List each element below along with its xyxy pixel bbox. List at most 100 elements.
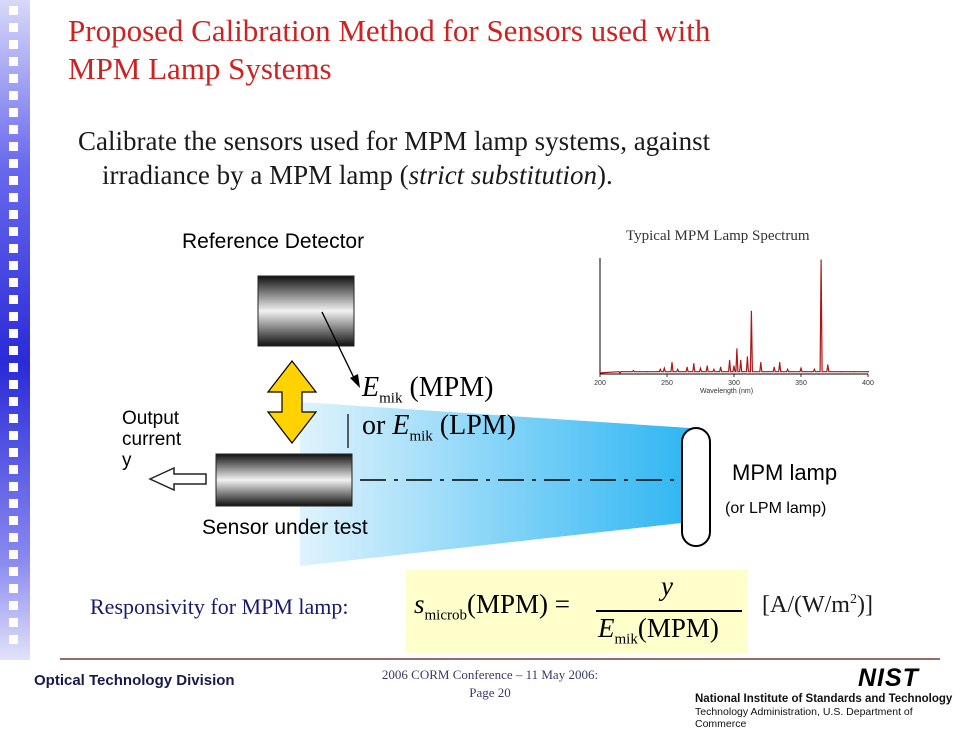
spectrum-point [677, 368, 679, 370]
eq2-arg: (LPM) [439, 410, 517, 441]
spectrum-point [659, 368, 661, 370]
eq1-E: E [362, 372, 380, 403]
bullet-line2-italic: strict substitution [408, 160, 597, 190]
strip-square [9, 312, 18, 321]
strip-square [9, 210, 18, 219]
spectrum-point [599, 372, 601, 374]
formula-lhs-arg: (MPM) = [467, 589, 571, 619]
decorative-side-strip [0, 0, 30, 660]
strip-square [9, 431, 18, 440]
output-line2: current [122, 429, 182, 450]
spectrum-point [787, 368, 789, 370]
spectrum-tick-label: 400 [862, 380, 874, 387]
irradiance-mpm-equation: Emik (MPM) [362, 372, 493, 408]
spectrum-point [827, 364, 829, 366]
strip-square [9, 159, 18, 168]
swap-arrow [266, 360, 318, 444]
sensor-under-test [215, 453, 353, 507]
footer-division: Optical Technology Division [34, 672, 235, 689]
responsivity-label: Responsivity for MPM lamp: [90, 594, 349, 619]
mpm-lamp-shape [681, 427, 711, 547]
units-sup: 2 [849, 592, 857, 607]
spectrum-tick-label: 200 [594, 380, 606, 387]
spectrum-point [820, 259, 822, 261]
or-lpm-lamp-label: (or LPM lamp) [725, 500, 827, 517]
spectrum-point [854, 371, 856, 373]
footer-conference: 2006 CORM Conference – 11 May 2006: [381, 667, 599, 682]
nist-subtitle: Technology Administration, U.S. Departme… [695, 706, 913, 730]
spectrum-point [699, 367, 702, 369]
spectrum-point [750, 310, 752, 312]
spectrum-series-line [599, 259, 869, 374]
spectrum-point [693, 363, 695, 365]
strip-square [9, 108, 18, 117]
spectrum-point [646, 371, 648, 373]
strip-square [9, 601, 18, 610]
strip-square [9, 346, 18, 355]
pointer-arrowhead [350, 374, 360, 388]
strip-square [9, 125, 18, 134]
strip-square [9, 516, 18, 525]
spectrum-point [720, 366, 722, 368]
spectrum-point [867, 371, 869, 373]
strip-square [9, 295, 18, 304]
strip-square [9, 550, 18, 559]
strip-square [9, 635, 18, 644]
bullet-line1: Calibrate the sensors used for MPM lamp … [78, 126, 711, 156]
output-current-label: Output current y [122, 408, 181, 471]
formula-lhs: smicrob(MPM) = [414, 589, 570, 624]
fraction-bar [596, 610, 742, 612]
spectrum-point [733, 365, 735, 367]
spectrum-title: Typical MPM Lamp Spectrum [626, 228, 810, 244]
spectrum-point [740, 359, 742, 361]
formula-denominator: Emik(MPM) [598, 613, 719, 648]
spectrum-point [840, 371, 842, 373]
strip-square [9, 329, 18, 338]
bullet-line2-prefix: irradiance by a MPM lamp ( [102, 160, 409, 190]
spectrum-point [773, 366, 775, 368]
strip-square [9, 227, 18, 236]
strip-square [9, 567, 18, 576]
strip-square [9, 57, 18, 66]
formula-numerator: y [661, 571, 673, 602]
strip-square [9, 380, 18, 389]
formula-y: y [661, 571, 673, 601]
spectrum-tick-label: 300 [728, 380, 740, 387]
formula-den-sub: mik [614, 631, 638, 648]
formula-den-E: E [598, 613, 615, 643]
strip-square [9, 465, 18, 474]
spectrum-tick-label: 350 [795, 380, 807, 387]
strip-square [9, 142, 18, 151]
reference-detector-label: Reference Detector [182, 230, 365, 253]
footer-divider [60, 658, 940, 660]
spectrum-xlabel: Wavelength (nm) [700, 388, 754, 395]
eq2-E: E [392, 410, 410, 441]
spectrum-point [713, 368, 715, 370]
strip-square [9, 618, 18, 627]
strip-square [9, 176, 18, 185]
spectrum-point [632, 370, 635, 372]
spectrum-point [619, 372, 621, 374]
output-line3: y [122, 450, 132, 471]
formula-den-arg: (MPM) [637, 613, 719, 643]
formula-s: s [414, 589, 425, 619]
spectrum-point [760, 362, 762, 364]
strip-square [9, 448, 18, 457]
sensor-under-test-label: Sensor under test [202, 516, 368, 539]
slide-title-line1: Proposed Calibration Method for Sensors … [68, 13, 711, 48]
light-beam [300, 402, 690, 566]
bullet-line2-suffix: ). [596, 160, 613, 190]
spectrum-point [706, 365, 708, 367]
responsivity-formula: smicrob(MPM) = y Emik(MPM) [406, 569, 748, 653]
pointer-line [321, 311, 356, 381]
responsivity-units: [A/(W/m2)] [762, 592, 873, 619]
strip-square [9, 397, 18, 406]
eq1-sub: mik [379, 390, 403, 407]
strip-square [9, 6, 18, 15]
slide-title-line2: MPM Lamp Systems [68, 51, 332, 86]
strip-square [9, 278, 18, 287]
strip-square [9, 244, 18, 253]
units-prefix: [A/(W/m [762, 592, 850, 618]
